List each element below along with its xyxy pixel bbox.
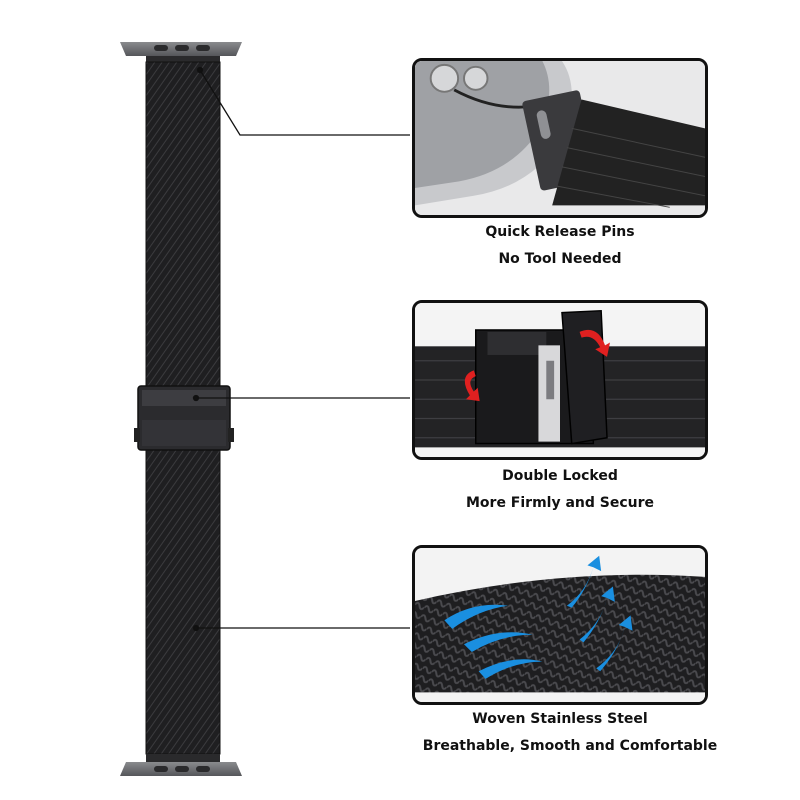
bottom-connector <box>120 754 242 776</box>
double-lock-clasp-photo <box>412 300 708 460</box>
feature-title-quick-release: Quick Release Pins <box>485 224 635 240</box>
feature-title-woven-steel: Woven Stainless Steel <box>472 711 648 727</box>
feature-subtitle-quick-release: No Tool Needed <box>498 251 622 267</box>
clasp <box>134 385 234 451</box>
feature-subtitle-double-locked: More Firmly and Secure <box>465 495 655 511</box>
feature-title-double-locked: Double Locked <box>502 468 618 484</box>
top-connector <box>120 42 242 64</box>
feature-subtitle-woven-steel: Breathable, Smooth and Comfortable <box>422 738 718 754</box>
airflow-arrows <box>444 555 633 679</box>
quick-release-pins-photo <box>412 58 708 218</box>
leader-lines <box>192 66 410 632</box>
woven-mesh-photo <box>412 545 708 705</box>
